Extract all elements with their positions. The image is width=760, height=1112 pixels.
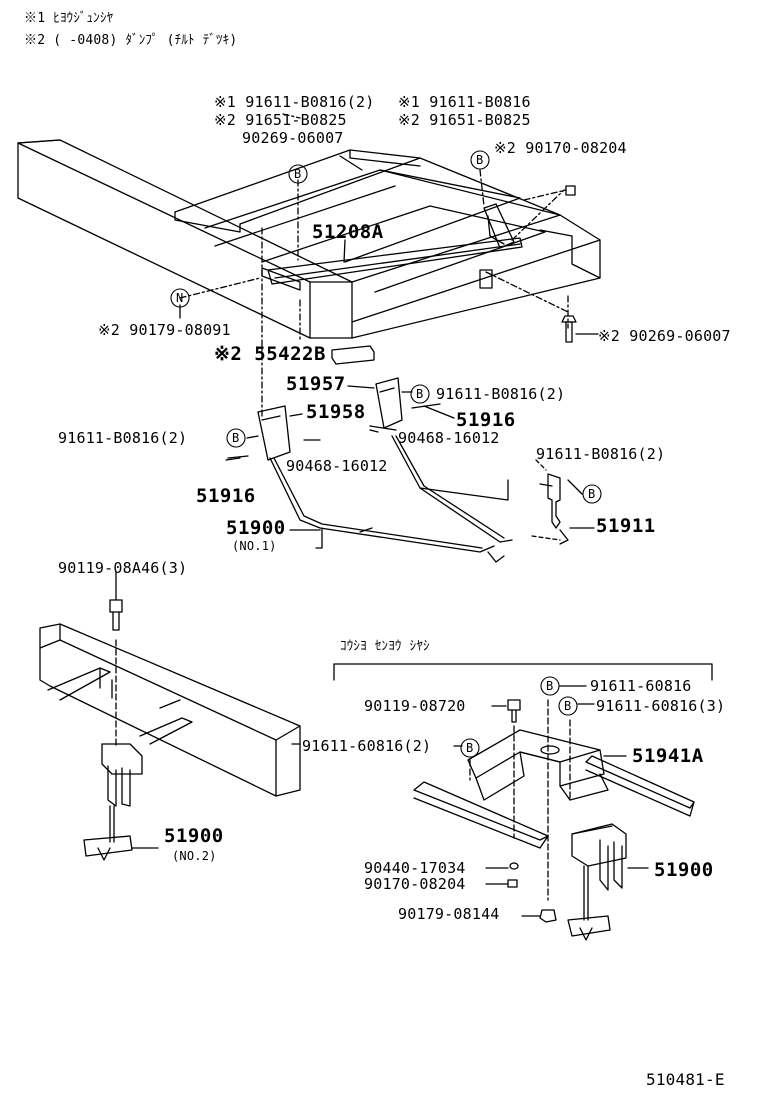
- part-label: ※1 91611-B0816(2): [214, 93, 375, 111]
- nut-90170: [507, 879, 518, 888]
- part-label: 51900: [226, 517, 286, 539]
- bolt-51916-right: [411, 403, 441, 409]
- part-label: ※2 90269-06007: [598, 327, 731, 345]
- washer-90440: [509, 862, 519, 870]
- part-label: 91611-60816(2): [302, 737, 432, 755]
- marker-b: B: [416, 387, 424, 401]
- marker-n: N: [176, 291, 184, 305]
- part-label: 90119-08720: [364, 697, 466, 715]
- bracket-upper-right: [483, 185, 576, 249]
- marker-b: B: [546, 679, 554, 693]
- frame-lower-left: [39, 623, 301, 797]
- leader-b-51911: [567, 479, 583, 495]
- marker-b: B: [466, 741, 474, 755]
- figure-id: 510481-E: [646, 1070, 725, 1089]
- part-label: 51941A: [632, 745, 704, 767]
- bolt-90269: [561, 315, 599, 343]
- part-label: 91611-B0816(2): [536, 445, 666, 463]
- marker-b: B: [232, 431, 240, 445]
- bolt-90119-08720: [491, 699, 521, 723]
- bolt-90119-08a46: [109, 571, 123, 631]
- part-label: 51957: [286, 373, 346, 395]
- part-label: 51916: [196, 485, 256, 507]
- part-label: 91611-60816: [590, 677, 692, 695]
- bolt-90468-right: [369, 425, 397, 431]
- part-label: ※2 91651-B0825: [214, 111, 347, 129]
- leader-51916-right: [423, 405, 455, 419]
- pad-55422b: [331, 345, 375, 365]
- bolt-51916-left: [225, 457, 241, 461]
- nut-90179: [539, 909, 557, 923]
- bracket-51941a: [467, 729, 609, 801]
- part-label: 51900: [164, 825, 224, 847]
- part-label: ※2 90170-08204: [494, 139, 627, 157]
- part-label: ※1 91611-B0816: [398, 93, 531, 111]
- marker-b: B: [476, 153, 484, 167]
- leader-90269: [339, 155, 363, 171]
- part-label: 91611-B0816(2): [436, 385, 566, 403]
- carrier-51900-right: [567, 823, 649, 941]
- marker-b: B: [294, 167, 302, 181]
- part-label: 90468-16012: [398, 429, 500, 447]
- part-label: 51911: [596, 515, 656, 537]
- marker-b: B: [564, 699, 572, 713]
- frame-upper: [17, 139, 601, 339]
- note-1: ※1 ﾋﾖｳｼﾞｭﾝｼﾔ: [24, 11, 114, 26]
- section-bracket: [333, 663, 713, 681]
- leaders-nuts: [485, 867, 541, 917]
- part-label: 51958: [306, 401, 366, 423]
- leaders-upper: [179, 113, 569, 419]
- bracket-51957: [347, 377, 413, 433]
- part-label: 90269-06007: [242, 129, 344, 147]
- bracket-51958: [227, 405, 303, 461]
- part-label: 90179-08144: [398, 905, 500, 923]
- part-label: 51208A: [312, 221, 384, 243]
- frame-hole: [479, 269, 493, 289]
- marker-b: B: [588, 487, 596, 501]
- marker-circles: [170, 150, 602, 758]
- part-label: (NO.2): [172, 849, 217, 863]
- section-title: ｺｳｼﾖ ｾﾝﾖｳ ｼﾔｼ: [340, 639, 430, 654]
- part-label: 91611-B0816(2): [58, 429, 188, 447]
- note-2: ※2 ( -0408) ﾀﾞﾝﾌﾟ (ﾁﾙﾄ ﾃﾞﾂｷ): [24, 33, 238, 48]
- part-label: ※2 90179-08091: [98, 321, 231, 339]
- leader-51208a: [343, 239, 346, 263]
- part-label: 51900: [654, 859, 714, 881]
- part-label: 90440-17034: [364, 859, 466, 877]
- beam-51208a: [261, 237, 523, 291]
- part-label: 51916: [456, 409, 516, 431]
- leader-51911: [535, 459, 547, 471]
- rail-lower-right: [413, 755, 695, 849]
- part-label: 90468-16012: [286, 457, 388, 475]
- part-label: 90170-08204: [364, 875, 466, 893]
- carrier-51900-no2: [83, 743, 159, 861]
- part-label: 91611-60816(3): [596, 697, 726, 715]
- part-label: ※2 91651-B0825: [398, 111, 531, 129]
- part-label: (NO.1): [232, 539, 277, 553]
- part-label: ※2 55422B: [214, 343, 326, 365]
- part-label: 90119-08A46(3): [58, 559, 188, 577]
- part-51911: [531, 473, 595, 545]
- carrier-arm-51900-no1: [269, 435, 513, 563]
